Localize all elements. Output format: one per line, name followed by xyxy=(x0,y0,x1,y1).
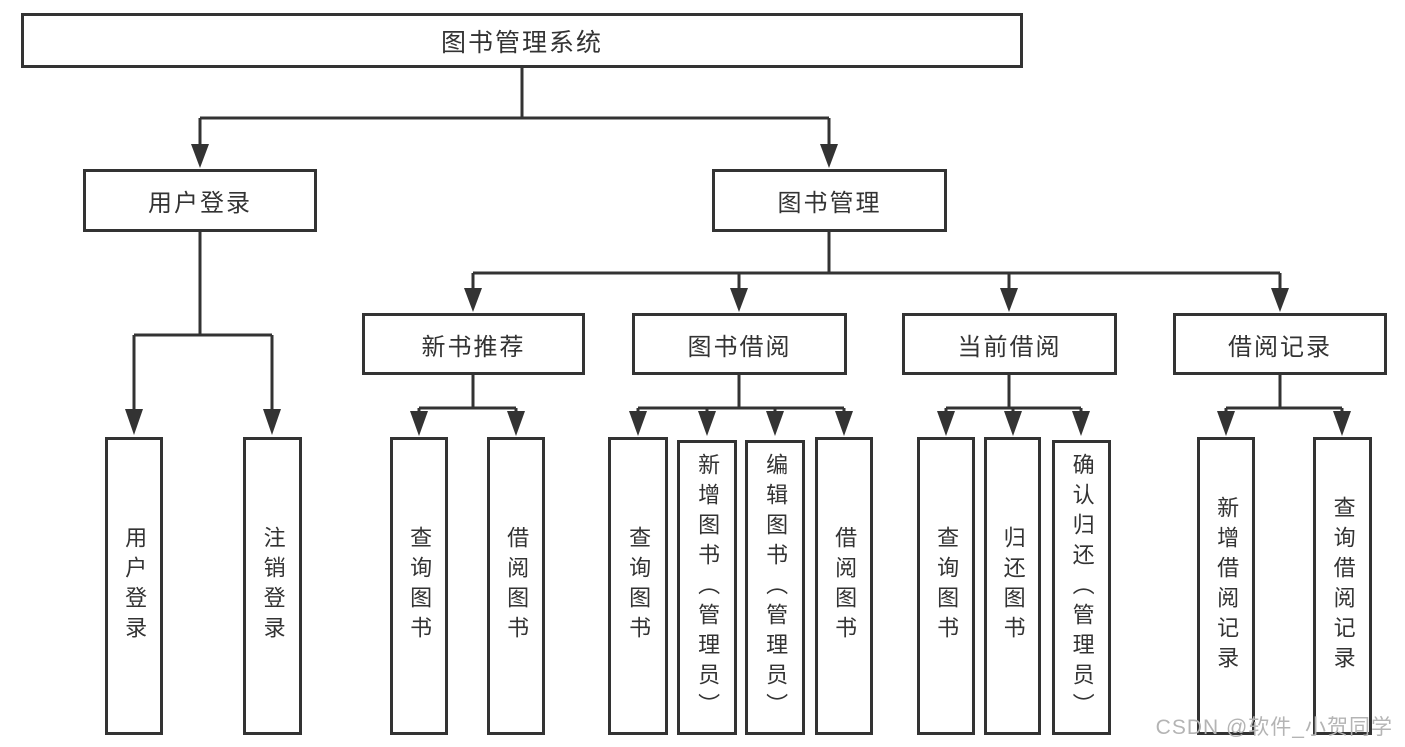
leaf-search-borrow-record: 查询借阅记录 xyxy=(1313,437,1372,735)
leaf-confirm-return-admin-label: 确认归还（管理员） xyxy=(1069,452,1095,723)
arrowhead-icon xyxy=(629,411,647,436)
leaf-borrow-add-book-admin: 新增图书（管理员） xyxy=(677,440,737,735)
arrowhead-icon xyxy=(1072,411,1090,436)
arrowhead-icon xyxy=(937,411,955,436)
leaf-borrow-edit-book-admin: 编辑图书（管理员） xyxy=(745,440,805,735)
leaf-logout: 注销登录 xyxy=(243,437,302,735)
node-borrowing-records-label: 借阅记录 xyxy=(1228,333,1332,361)
node-current-borrowing: 当前借阅 xyxy=(902,313,1117,375)
node-current-borrowing-label: 当前借阅 xyxy=(957,333,1062,361)
arrowhead-icon xyxy=(835,411,853,436)
leaf-borrow-edit-book-admin-label: 编辑图书（管理员） xyxy=(763,452,789,723)
arrowhead-icon xyxy=(1004,411,1022,436)
node-book-borrowing-label: 图书借阅 xyxy=(687,333,792,361)
connector-records-group xyxy=(1224,375,1344,413)
connector-newbook-group xyxy=(417,375,518,413)
node-book-management-group: 图书管理 xyxy=(712,169,947,232)
connector-management-to-level3 xyxy=(471,232,1282,289)
leaf-borrow-add-book-admin-label: 新增图书（管理员） xyxy=(695,452,721,723)
arrowhead-icon xyxy=(263,409,281,435)
csdn-watermark: CSDN @软件_小贺同学 xyxy=(1155,716,1393,739)
leaf-logout-label: 注销登录 xyxy=(260,526,286,646)
leaf-borrow-book: 借阅图书 xyxy=(815,437,873,735)
node-root-label: 图书管理系统 xyxy=(440,28,603,57)
arrowhead-icon xyxy=(410,411,428,436)
leaf-confirm-return-admin: 确认归还（管理员） xyxy=(1052,440,1111,735)
node-user-login-group: 用户登录 xyxy=(83,169,317,232)
leaf-return-book: 归还图书 xyxy=(984,437,1041,735)
connector-user-group xyxy=(132,232,274,411)
arrowhead-icon xyxy=(1333,411,1351,436)
node-new-book-recommend-label: 新书推荐 xyxy=(421,333,526,361)
node-book-management-group-label: 图书管理 xyxy=(777,190,882,217)
leaf-newbook-borrow: 借阅图书 xyxy=(487,437,545,735)
leaf-search-borrow-record-label: 查询借阅记录 xyxy=(1330,496,1356,676)
leaf-add-borrow-record-label: 新增借阅记录 xyxy=(1214,496,1240,676)
connector-borrow-group xyxy=(636,375,846,413)
node-book-borrowing: 图书借阅 xyxy=(632,313,847,375)
arrowhead-icon xyxy=(1217,411,1235,436)
leaf-current-search-label: 查询图书 xyxy=(934,526,960,646)
node-borrowing-records: 借阅记录 xyxy=(1173,313,1387,375)
leaf-borrow-search-label: 查询图书 xyxy=(626,526,652,646)
leaf-newbook-borrow-label: 借阅图书 xyxy=(504,526,530,646)
arrowhead-icon xyxy=(191,144,209,168)
leaf-user-login-label: 用户登录 xyxy=(122,526,148,646)
leaf-return-book-label: 归还图书 xyxy=(1000,526,1026,646)
node-root-library-system: 图书管理系统 xyxy=(21,13,1023,68)
leaf-borrow-search: 查询图书 xyxy=(608,437,668,735)
arrowhead-icon xyxy=(1000,288,1018,312)
arrowhead-icon xyxy=(464,288,482,312)
arrowhead-icon xyxy=(820,144,838,168)
node-user-login-group-label: 用户登录 xyxy=(148,190,252,217)
leaf-current-search: 查询图书 xyxy=(917,437,975,735)
node-new-book-recommend: 新书推荐 xyxy=(362,313,585,375)
connector-current-group xyxy=(944,375,1083,413)
leaf-newbook-search-label: 查询图书 xyxy=(407,526,433,646)
leaf-user-login: 用户登录 xyxy=(105,437,163,735)
leaf-add-borrow-record: 新增借阅记录 xyxy=(1197,437,1255,735)
arrowhead-icon xyxy=(766,411,784,436)
arrowhead-icon xyxy=(1271,288,1289,312)
leaf-borrow-book-label: 借阅图书 xyxy=(832,526,858,646)
arrowhead-icon xyxy=(730,288,748,312)
arrowhead-icon xyxy=(507,411,525,436)
arrowhead-icon xyxy=(125,409,143,435)
connector-root-to-level2 xyxy=(198,68,831,147)
arrowhead-icon xyxy=(698,411,716,436)
leaf-newbook-search: 查询图书 xyxy=(390,437,448,735)
